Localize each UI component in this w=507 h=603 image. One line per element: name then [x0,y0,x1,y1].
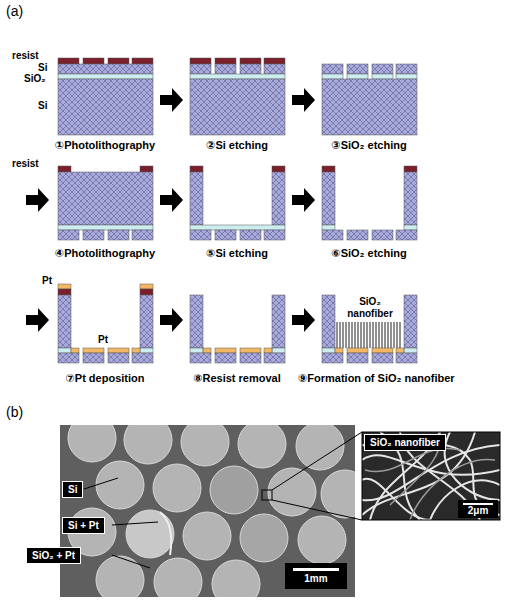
step-caption: ⑥SiO₂ etching [309,247,429,260]
scale-text: 2μm [458,505,498,517]
step-caption: ④Photolithography [45,247,165,260]
step-caption: ⑨Formation of SiO₂ nanofiber [298,372,455,385]
layer-name: SiO₂ [24,73,46,85]
step3-stack [322,64,417,135]
panel-letter: (b) [6,404,23,420]
layer-name: Pt [98,334,108,346]
step-arrows [26,88,315,332]
step-caption: ⑤Si etching [177,247,297,260]
layer-name: Si [38,100,47,112]
label-box: SiO₂ + Pt [26,547,81,564]
step-caption: ⑧Resist removal [177,372,297,385]
step9-stack [322,295,417,363]
label-box: Si + Pt [62,517,105,534]
step-caption: ①Photolithography [45,139,165,152]
layer-name: resist [12,158,39,170]
layer-name: resist [12,50,39,62]
scale-text: 1mm [285,573,347,585]
nanofiber-lines [337,322,400,348]
step1-stack [58,58,153,135]
nanofiber-label: SiO₂ nanofiber [340,296,400,319]
layer-name: Si [38,62,47,74]
layer-name: Pt [42,275,52,287]
label-text: Si + Pt [68,520,99,531]
step6-stack [322,166,417,240]
panel-letter: (a) [6,3,23,19]
step8-stack [190,295,285,363]
step2-stack [190,58,285,135]
sem-inset [362,432,500,520]
label-text: SiO₂ nanofiber [370,437,440,448]
leader-lines [84,432,362,568]
label-text: SiO₂ + Pt [32,550,75,561]
step-caption: ③SiO₂ etching [309,139,429,152]
scale-bar [285,563,347,589]
inset-frame [362,432,500,520]
step5-stack [190,166,285,240]
step7-stack [58,284,153,363]
label-box: SiO₂ nanofiber [364,434,446,451]
step-caption: ②Si etching [177,139,297,152]
label-text: Si [68,484,77,495]
label-box: Si [62,481,83,498]
step-caption: ⑦Pt deposition [45,372,165,385]
sem-image [60,425,355,597]
step4-stack [58,166,153,240]
